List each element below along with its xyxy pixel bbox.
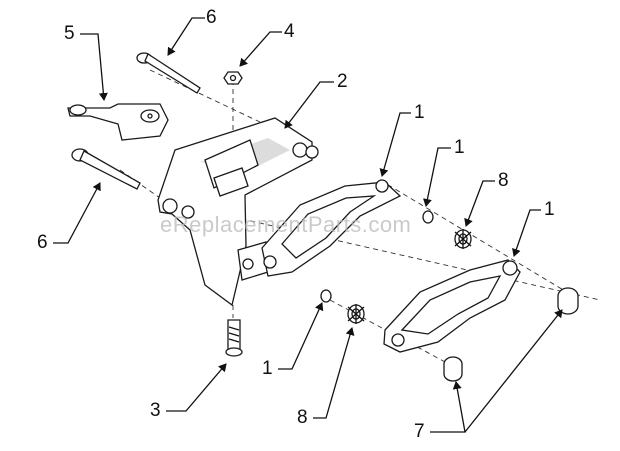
callout-5: 5 [64,23,75,44]
leader-lines [53,17,563,433]
lock-washer-upper [454,229,472,249]
bolt-lower [71,148,141,190]
nut-top [223,71,243,85]
mounting-bracket [157,117,319,307]
callout-1-middle-plate: 1 [414,102,425,123]
callout-8-lower: 8 [297,407,308,428]
callout-6-lower: 6 [37,232,48,253]
callout-3: 3 [150,400,161,421]
link-plate-middle [261,179,402,277]
clevis-clamp [67,103,169,141]
callout-1-upper-washer: 1 [454,137,465,158]
callout-2: 2 [337,71,348,92]
bushing-right [557,287,579,315]
callout-1-right-plate: 1 [544,199,555,220]
pin-bottom [225,319,243,357]
link-plate-right [383,259,521,353]
callout-1-lower-washer: 1 [262,358,273,379]
washer-lower-middle [320,289,332,303]
callout-6-upper: 6 [206,7,217,28]
callout-7: 7 [414,421,425,442]
watermark: eReplacementParts.com [160,212,412,237]
bolt-upper [136,52,201,94]
bushing-bottom [443,356,463,382]
callout-4: 4 [284,21,295,42]
lock-washer-lower [347,304,365,324]
washer-upper-right [422,210,434,224]
callout-8-upper: 8 [498,170,509,191]
